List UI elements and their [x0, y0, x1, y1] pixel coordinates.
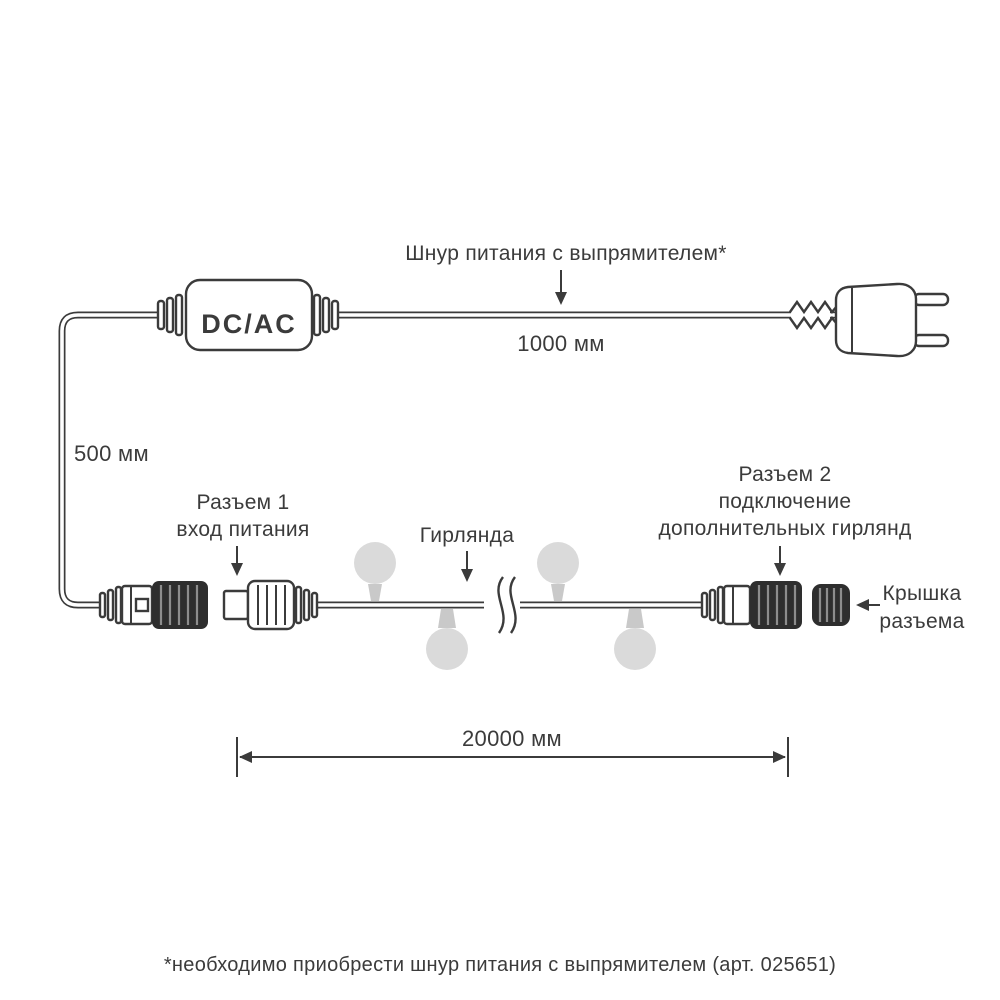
- cap-label-line1: Крышка: [883, 582, 962, 605]
- connector-cap: [812, 584, 850, 626]
- bulb-socket: [368, 584, 382, 601]
- strain-relief-rib: [716, 585, 725, 625]
- cap-body: [812, 584, 850, 626]
- connector-2: [700, 581, 802, 629]
- strain-relief-rib: [330, 299, 340, 331]
- plug-prong: [912, 292, 950, 307]
- down-arrow-head: [774, 563, 786, 576]
- dimension-arrow-left: [239, 751, 252, 763]
- strain-relief-rib: [114, 585, 123, 625]
- cap-ribs: [818, 588, 843, 622]
- strain-relief-rib: [106, 588, 115, 622]
- break-squiggle: [497, 576, 505, 634]
- garland-length-label: 20000 мм: [462, 726, 562, 751]
- strain-relief-rib: [156, 299, 166, 331]
- left-arrow-head: [856, 599, 869, 611]
- strain-relief-rib: [310, 591, 319, 619]
- bulb-socket: [438, 609, 456, 628]
- connector1-callout: Разъем 1 вход питания: [176, 491, 309, 576]
- bulb: [426, 628, 468, 670]
- down-arrow-head: [461, 569, 473, 582]
- plug-strain-relief: [789, 299, 838, 315]
- strain-relief-rib: [174, 293, 184, 337]
- dc-ac-label: DC/AC: [201, 309, 297, 339]
- cap-label-line2: разъема: [879, 610, 964, 633]
- strain-relief-rib: [98, 591, 107, 619]
- plug-prong: [912, 333, 950, 348]
- strain-relief-rib: [700, 591, 709, 619]
- strain-relief-rib: [708, 588, 717, 622]
- bulb-socket: [551, 584, 565, 601]
- connector2-nut-ribs: [757, 585, 797, 625]
- plug-strain-relief: [789, 315, 838, 331]
- bulb: [537, 542, 579, 584]
- cable-left-drop: [58, 311, 162, 609]
- strain-relief-rib: [302, 588, 311, 622]
- power-cord-label: Шнур питания с выпрямителем*: [405, 242, 727, 265]
- dc-ac-converter-box: [184, 278, 314, 352]
- connector1-label-line1: Разъем 1: [196, 491, 289, 514]
- connector1-label-line2: вход питания: [176, 518, 309, 541]
- bulb-socket: [626, 609, 644, 628]
- power-plug: [789, 282, 950, 358]
- dc-ac-converter: DC/AC: [156, 278, 340, 352]
- cable-break: [484, 576, 520, 634]
- down-arrow-head: [231, 563, 243, 576]
- connector2-callout: Разъем 2 подключение дополнительных гирл…: [658, 463, 911, 576]
- power-cord-length-label: 1000 мм: [517, 331, 604, 356]
- strain-relief-rib: [312, 293, 322, 337]
- connector-1: [98, 579, 319, 631]
- garland-label: Гирлянда: [420, 524, 514, 547]
- garland-callout: Гирлянда: [420, 524, 514, 582]
- connector2-body: [722, 584, 752, 626]
- strain-relief-rib: [294, 585, 303, 625]
- bulb: [354, 542, 396, 584]
- cap-callout: Крышка разъема: [856, 582, 964, 633]
- drop-length-label: 500 мм: [74, 441, 149, 466]
- footnote: *необходимо приобрести шнур питания с вы…: [164, 954, 836, 976]
- dimension-garland-length: 20000 мм: [236, 726, 789, 777]
- connector1-white-nut: [246, 579, 296, 631]
- connector2-label-line3: дополнительных гирлянд: [658, 517, 911, 540]
- connector1-nut-ribs: [159, 585, 199, 625]
- plug-body: [834, 282, 918, 358]
- connector1-white-nut-ribs: [257, 585, 286, 625]
- break-squiggle: [509, 576, 517, 634]
- connector2-label-line2: подключение: [719, 490, 852, 513]
- dimension-arrow-right: [773, 751, 786, 763]
- garland-bulbs: [354, 542, 656, 670]
- bulb: [614, 628, 656, 670]
- down-arrow-head: [555, 292, 567, 305]
- connector1-latch: [134, 597, 150, 613]
- power-cord-callout: Шнур питания с выпрямителем* 1000 мм: [405, 242, 727, 356]
- connector1-plug-tip: [222, 589, 250, 621]
- strain-relief-rib: [165, 296, 175, 334]
- strain-relief-rib: [321, 296, 331, 334]
- connector2-label-line1: Разъем 2: [738, 463, 831, 486]
